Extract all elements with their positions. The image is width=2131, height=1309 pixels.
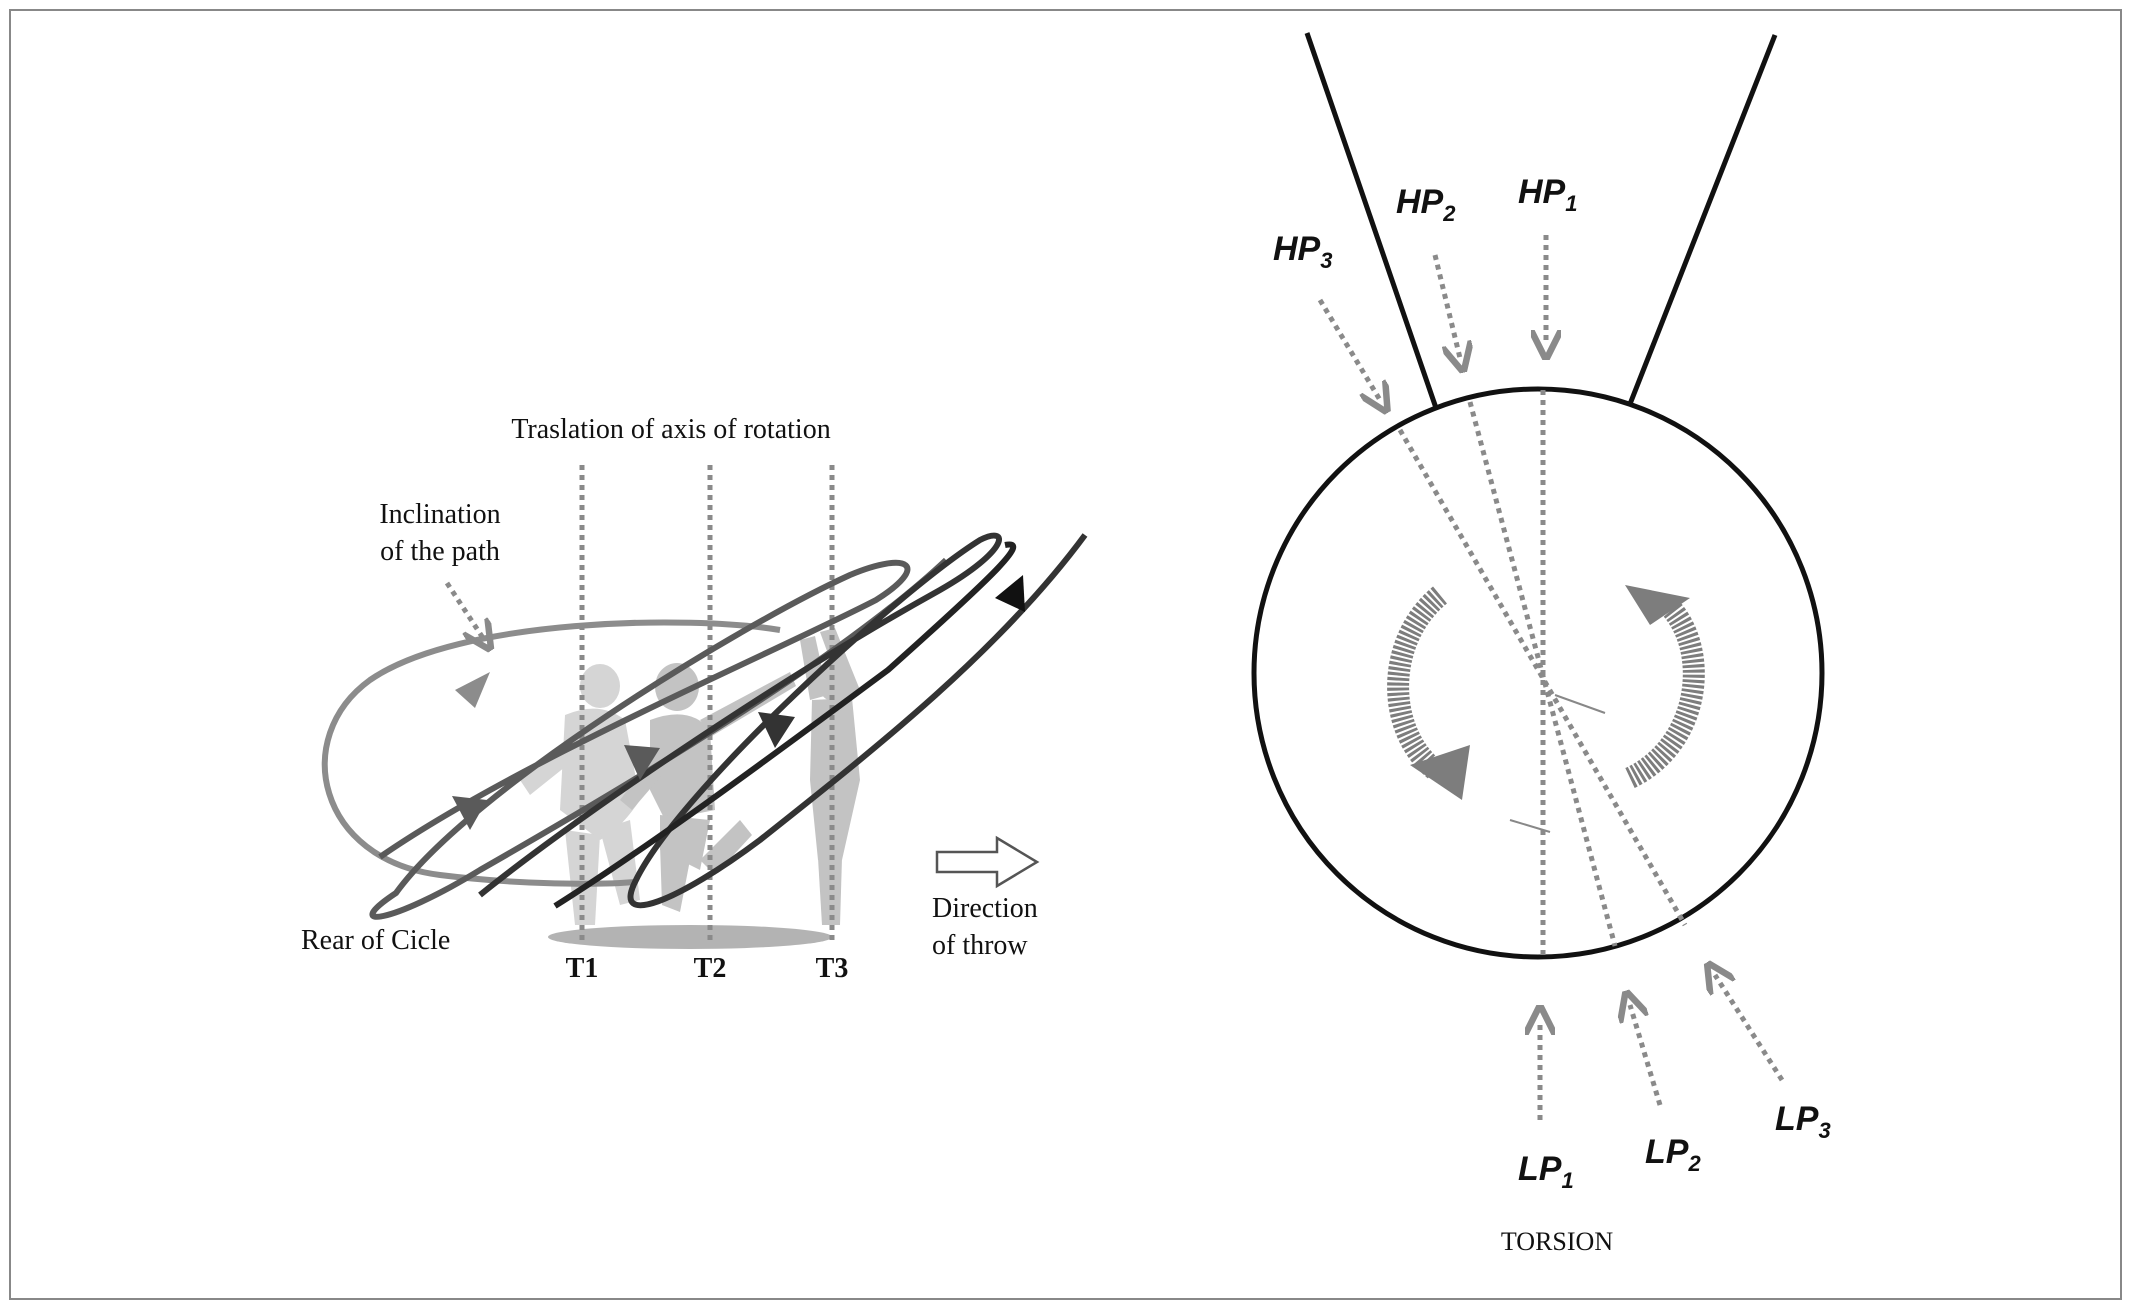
lp1-label: LP1 <box>1518 1150 1574 1193</box>
lp2-label: LP2 <box>1645 1133 1701 1176</box>
ground-shadow <box>548 925 832 949</box>
inclination-label-1: Inclination <box>379 499 500 530</box>
athlete-figures <box>520 628 860 925</box>
rear-of-circle-label: Rear of Cicle <box>301 925 450 956</box>
sector-line-right <box>1627 34 1778 405</box>
inclination-pointer-arrow <box>444 581 483 638</box>
hairline-1 <box>1554 694 1606 714</box>
figure-border <box>9 9 2122 1300</box>
loop-arrowhead-3 <box>624 745 660 780</box>
lp-arrows <box>1540 975 1785 1120</box>
translation-title: Traslation of axis of rotation <box>511 414 830 445</box>
path-loop-2 <box>369 557 949 920</box>
torsion-arrow-left <box>1387 586 1448 779</box>
loop-arrowhead-2 <box>452 796 487 830</box>
lp3-label: LP3 <box>1775 1100 1831 1143</box>
direction-label-1: Direction <box>932 893 1038 924</box>
loop-arrowhead-4 <box>758 712 795 748</box>
direction-of-throw-arrow <box>935 835 1040 889</box>
path-loop-3 <box>478 532 1088 909</box>
hp1-label: HP1 <box>1518 173 1577 216</box>
loop-arrowhead-5 <box>995 575 1025 612</box>
hp3-arrow <box>1317 298 1380 400</box>
right-panel: HP1 HP2 HP3 LP1 LP2 LP3 TORSION <box>1251 32 1831 1256</box>
path-loop-4 <box>553 541 1017 909</box>
hp3-label: HP3 <box>1273 230 1332 273</box>
torsion-diameters <box>1397 390 1688 956</box>
torsion-caption: TORSION <box>1501 1227 1613 1256</box>
path-loop-1 <box>321 619 781 887</box>
throwing-circle <box>1251 386 1825 960</box>
torsion-arrowhead-right <box>1625 585 1690 625</box>
direction-label-2: of throw <box>932 930 1028 961</box>
left-panel: Traslation of axis of rotation Inclinati… <box>301 414 1088 984</box>
torsion-arrow-right <box>1624 597 1705 788</box>
hairline-2 <box>1509 819 1551 833</box>
axis-label-t1: T1 <box>566 953 599 984</box>
axis-label-t2: T2 <box>694 953 727 984</box>
torsion-arrowhead-left <box>1410 745 1470 800</box>
lp3-arrow <box>1715 975 1785 1082</box>
axis-label-t3: T3 <box>816 953 849 984</box>
loop-arrowhead-1 <box>455 672 490 708</box>
hp2-label: HP2 <box>1396 183 1456 226</box>
hp2-arrow <box>1432 254 1460 358</box>
lp2-arrow <box>1630 1005 1663 1106</box>
hp-arrows <box>1317 235 1546 400</box>
inclination-label-2: of the path <box>380 536 500 567</box>
sector-line-left <box>1304 32 1439 409</box>
